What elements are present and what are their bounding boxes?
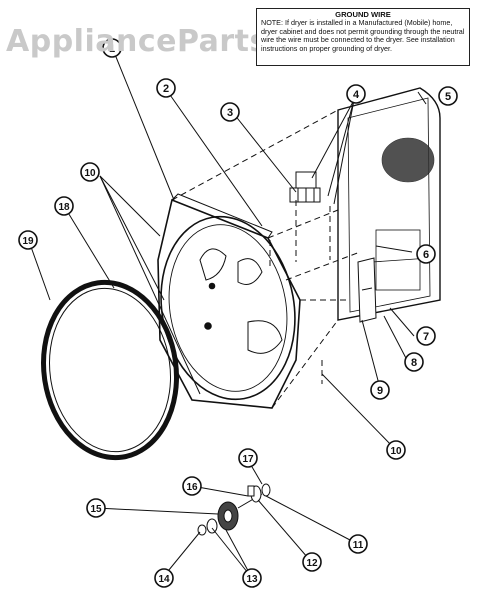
callout-circle	[348, 534, 368, 554]
callout-12: 12	[302, 552, 322, 572]
callout-label: 10	[84, 168, 96, 179]
terminal-block	[289, 171, 321, 203]
callout-label: 10	[390, 446, 402, 457]
callout-label: 11	[353, 540, 364, 551]
callout-2: 2	[156, 78, 176, 98]
callout-circle	[238, 448, 258, 468]
callout-label: 16	[186, 482, 198, 493]
callout-circle	[220, 102, 240, 122]
callout-label: 17	[242, 454, 254, 465]
callout-circle	[370, 380, 390, 400]
callout-circle	[438, 86, 458, 106]
callout-circle	[86, 498, 106, 518]
callout-label: 13	[246, 574, 258, 585]
callout-circle	[302, 552, 322, 572]
explode-lines	[171, 109, 361, 409]
callout-9: 9	[370, 380, 390, 400]
callout-18: 18	[54, 196, 74, 216]
callout-circle	[404, 352, 424, 372]
callout-label: 8	[411, 357, 417, 369]
callout-label: 2	[163, 83, 169, 95]
callout-10: 10	[80, 162, 100, 182]
callout-circle	[80, 162, 100, 182]
callout-label: 6	[423, 249, 429, 261]
leader-lines	[29, 51, 427, 579]
callout-label: 5	[445, 91, 451, 103]
callout-label: 12	[306, 558, 318, 569]
callout-7: 7	[416, 326, 436, 346]
callout-circle	[346, 84, 366, 104]
callout-14: 14	[154, 568, 174, 588]
callout-1: 1	[102, 38, 122, 58]
callout-3: 3	[220, 102, 240, 122]
callout-circle	[156, 78, 176, 98]
callout-label: 18	[58, 202, 70, 213]
callout-16: 16	[182, 476, 202, 496]
seal-rings	[41, 279, 179, 461]
callout-label: 1	[109, 43, 115, 55]
callout-5: 5	[438, 86, 458, 106]
callout-label: 19	[22, 236, 34, 247]
callout-11: 11	[348, 534, 368, 554]
callout-label: 14	[158, 574, 170, 585]
note-body: NOTE: If dryer is installed in a Manufac…	[261, 18, 465, 53]
callout-circle	[416, 244, 436, 264]
ground-wire-note: GROUND WIRE NOTE: If dryer is installed …	[256, 8, 470, 66]
callout-13: 13	[242, 568, 262, 588]
callout-4: 4	[346, 84, 366, 104]
roller-assembly	[197, 483, 271, 536]
callout-8: 8	[404, 352, 424, 372]
callout-circle	[18, 230, 38, 250]
callout-6: 6	[416, 244, 436, 264]
callout-label: 3	[227, 107, 233, 119]
callout-circle	[182, 476, 202, 496]
note-title: GROUND WIRE	[335, 10, 391, 19]
rear-panel	[337, 87, 441, 321]
callout-label: 9	[377, 385, 383, 397]
bulkhead	[157, 193, 301, 409]
callout-10: 10	[386, 440, 406, 460]
callout-circle	[386, 440, 406, 460]
callout-circle	[154, 568, 174, 588]
bracket	[357, 257, 377, 323]
callout-label: 4	[353, 89, 360, 101]
callout-label: 15	[90, 504, 102, 515]
callout-circle	[102, 38, 122, 58]
callout-label: 7	[423, 331, 429, 343]
callout-19: 19	[18, 230, 38, 250]
callout-15: 15	[86, 498, 106, 518]
callout-17: 17	[238, 448, 258, 468]
callout-circle	[242, 568, 262, 588]
callout-circle	[54, 196, 74, 216]
callout-circle	[416, 326, 436, 346]
